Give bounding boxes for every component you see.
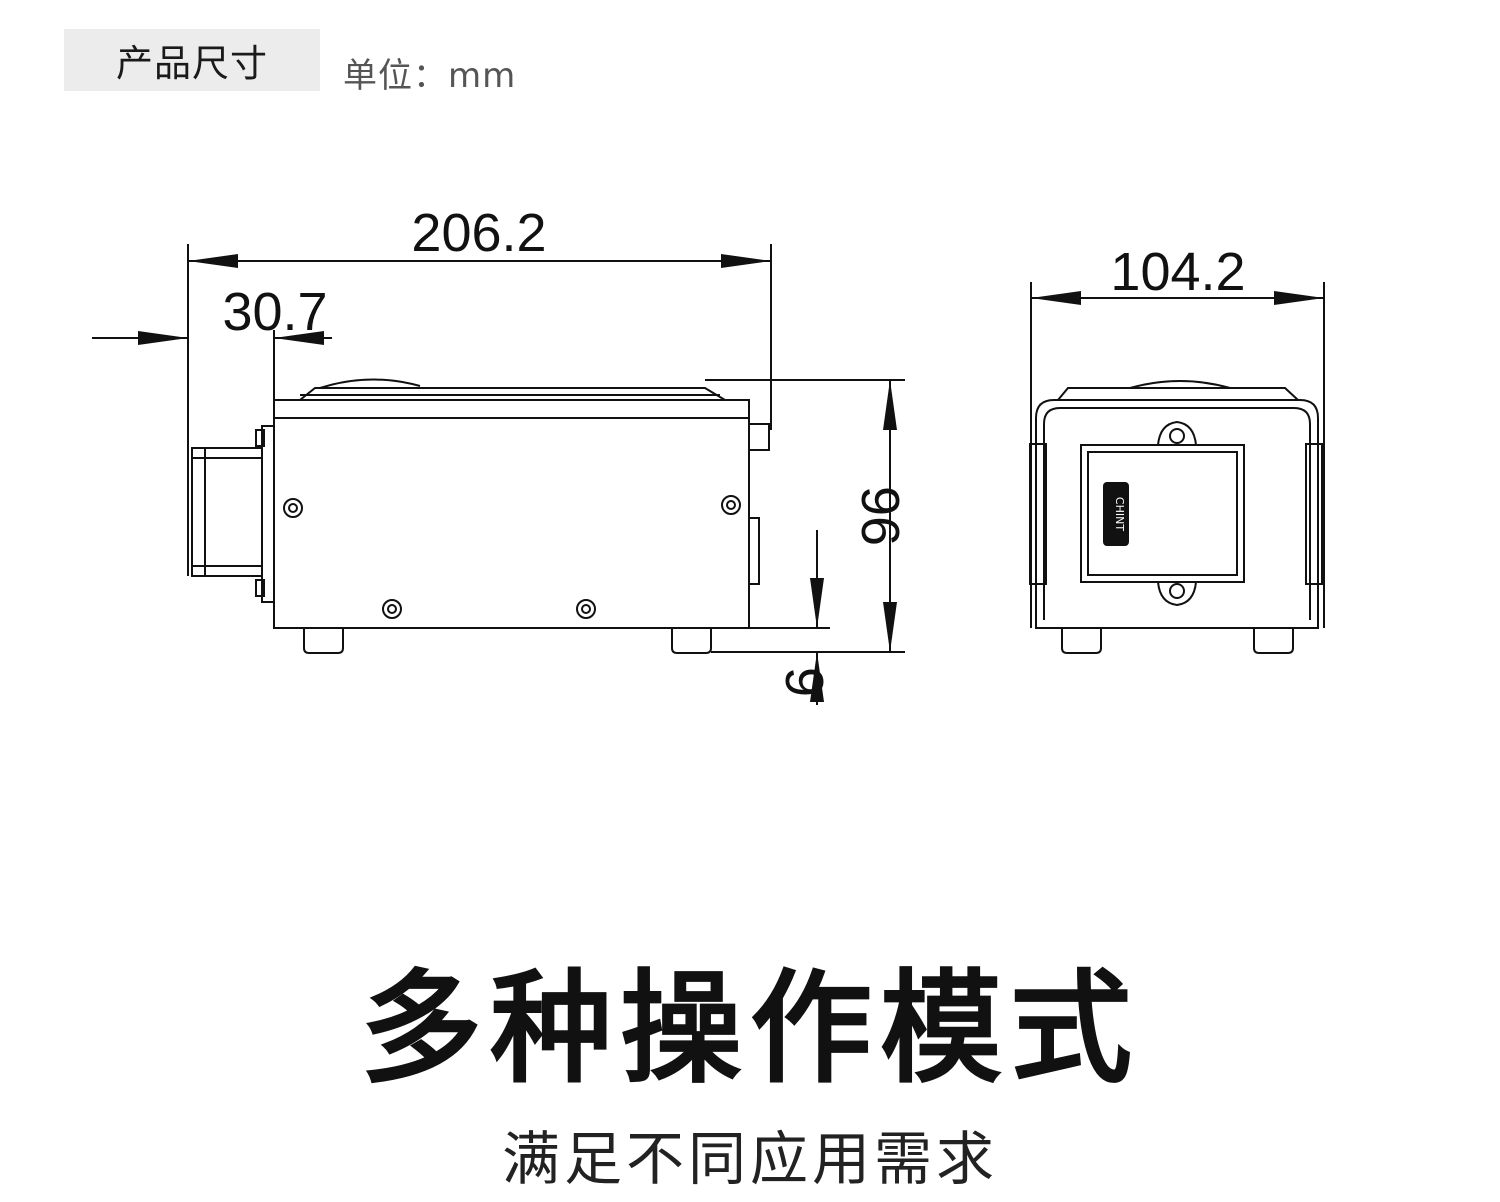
unit-label: 单位：mm	[343, 56, 517, 96]
side-view	[191, 378, 770, 654]
front-view	[1029, 380, 1323, 654]
section-subheading: 满足不同应用需求	[501, 1125, 998, 1193]
dim-foot-height: 9	[774, 667, 834, 697]
dim-height: 96	[850, 486, 910, 546]
section-tag: 产品尺寸	[64, 29, 320, 91]
section-heading: 多种操作模式	[360, 958, 1140, 1100]
dim-front-offset: 30.7	[222, 282, 327, 342]
side-dimensions	[92, 244, 905, 705]
front-dimensions	[1030, 282, 1325, 628]
badge-logo-text: CHINT	[1113, 497, 1126, 531]
dim-total-length: 206.2	[411, 203, 546, 263]
dimension-drawing: 206.2 30.7 96 9 CHINT 104.2	[92, 203, 1325, 705]
dim-width: 104.2	[1110, 242, 1245, 302]
